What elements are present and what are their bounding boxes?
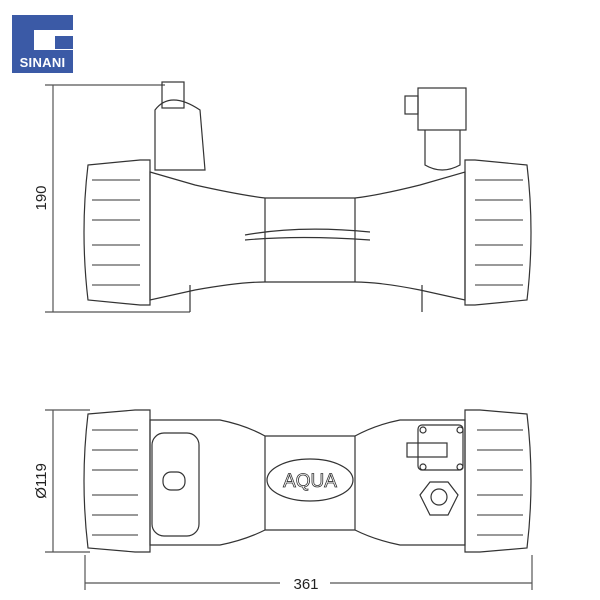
- dimension-height: [45, 84, 190, 313]
- height-label: 190: [33, 185, 50, 210]
- diameter-label: Ø119: [33, 463, 50, 499]
- dimension-diameter: [45, 409, 90, 553]
- side-view: [83, 81, 532, 312]
- aqua-label: AQUA: [283, 471, 337, 492]
- dimension-length: [84, 555, 533, 590]
- length-label: 361: [293, 576, 318, 593]
- sinani-logo: SINANI: [12, 15, 74, 73]
- logo-text: SINANI: [19, 55, 66, 70]
- top-view: AQUA: [83, 409, 532, 553]
